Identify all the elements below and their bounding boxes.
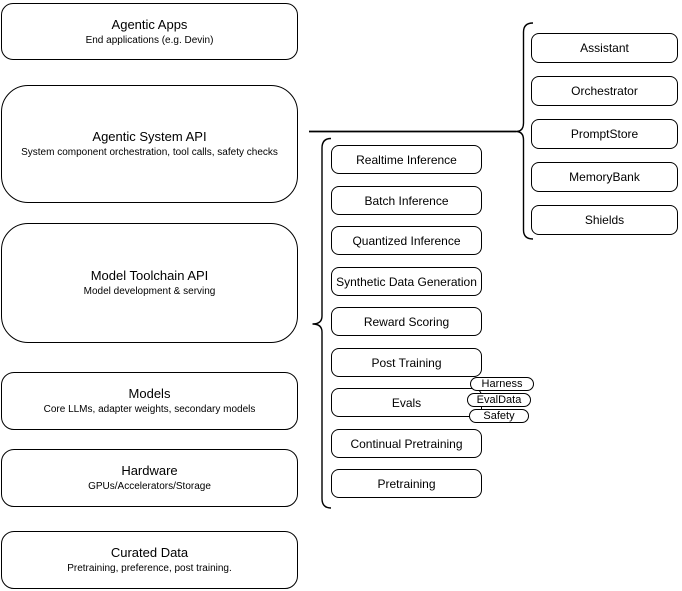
box-synthetic-data-generation: Synthetic Data Generation <box>331 267 482 296</box>
box-promptstore: PromptStore <box>531 119 678 149</box>
realtime-inference-label: Realtime Inference <box>356 152 457 167</box>
box-quantized-inference: Quantized Inference <box>331 226 482 255</box>
box-realtime-inference: Realtime Inference <box>331 145 482 174</box>
shields-label: Shields <box>584 213 625 227</box>
model-toolchain-api-title: Model Toolchain API <box>90 268 209 283</box>
promptstore-label: PromptStore <box>570 127 639 141</box>
box-hardware: Hardware GPUs/Accelerators/Storage <box>1 449 298 507</box>
orchestrator-label: Orchestrator <box>571 84 638 98</box>
post-training-label: Post Training <box>371 355 442 370</box>
agentic-apps-title: Agentic Apps <box>111 16 188 32</box>
box-models: Models Core LLMs, adapter weights, secon… <box>1 372 298 430</box>
box-batch-inference: Batch Inference <box>331 186 482 215</box>
box-evals: Evals <box>331 388 482 417</box>
memorybank-label: MemoryBank <box>569 170 640 184</box>
models-title: Models <box>128 386 171 401</box>
models-subtitle: Core LLMs, adapter weights, secondary mo… <box>43 404 256 415</box>
reward-scoring-label: Reward Scoring <box>363 314 450 329</box>
agentic-apps-subtitle: End applications (e.g. Devin) <box>85 34 214 46</box>
batch-inference-label: Batch Inference <box>364 193 449 208</box>
quantized-inference-label: Quantized Inference <box>352 233 461 248</box>
curated-data-subtitle: Pretraining, preference, post training. <box>67 563 232 574</box>
pretraining-label: Pretraining <box>377 476 436 491</box>
box-assistant: Assistant <box>531 33 678 63</box>
box-continual-pretraining: Continual Pretraining <box>331 429 482 458</box>
synthetic-data-generation-label: Synthetic Data Generation <box>336 274 477 289</box>
brace-toolchain-capabilities <box>312 137 332 509</box>
box-reward-scoring: Reward Scoring <box>331 307 482 336</box>
hardware-subtitle: GPUs/Accelerators/Storage <box>88 481 211 492</box>
box-orchestrator: Orchestrator <box>531 76 678 106</box>
evals-label: Evals <box>391 395 422 410</box>
box-curated-data: Curated Data Pretraining, preference, po… <box>1 531 298 589</box>
box-agentic-system-api: Agentic System API System component orch… <box>1 85 298 203</box>
continual-pretraining-label: Continual Pretraining <box>350 436 463 451</box>
box-shields: Shields <box>531 205 678 235</box>
tag-safety: Safety <box>469 409 529 423</box>
assistant-label: Assistant <box>580 41 629 55</box>
model-toolchain-api-subtitle: Model development & serving <box>83 286 216 297</box>
box-post-training: Post Training <box>331 348 482 377</box>
brace-system-components <box>515 22 534 240</box>
box-memorybank: MemoryBank <box>531 162 678 192</box>
hardware-title: Hardware <box>121 463 178 478</box>
box-agentic-apps: Agentic Apps End applications (e.g. Devi… <box>1 3 298 60</box>
agentic-system-api-title: Agentic System API <box>92 129 207 144</box>
curated-data-title: Curated Data <box>110 545 189 560</box>
box-model-toolchain-api: Model Toolchain API Model development & … <box>1 223 298 343</box>
box-pretraining: Pretraining <box>331 469 482 498</box>
agentic-system-api-subtitle: System component orchestration, tool cal… <box>21 147 278 158</box>
tag-harness: Harness <box>470 377 534 391</box>
tag-evaldata: EvalData <box>467 393 531 407</box>
